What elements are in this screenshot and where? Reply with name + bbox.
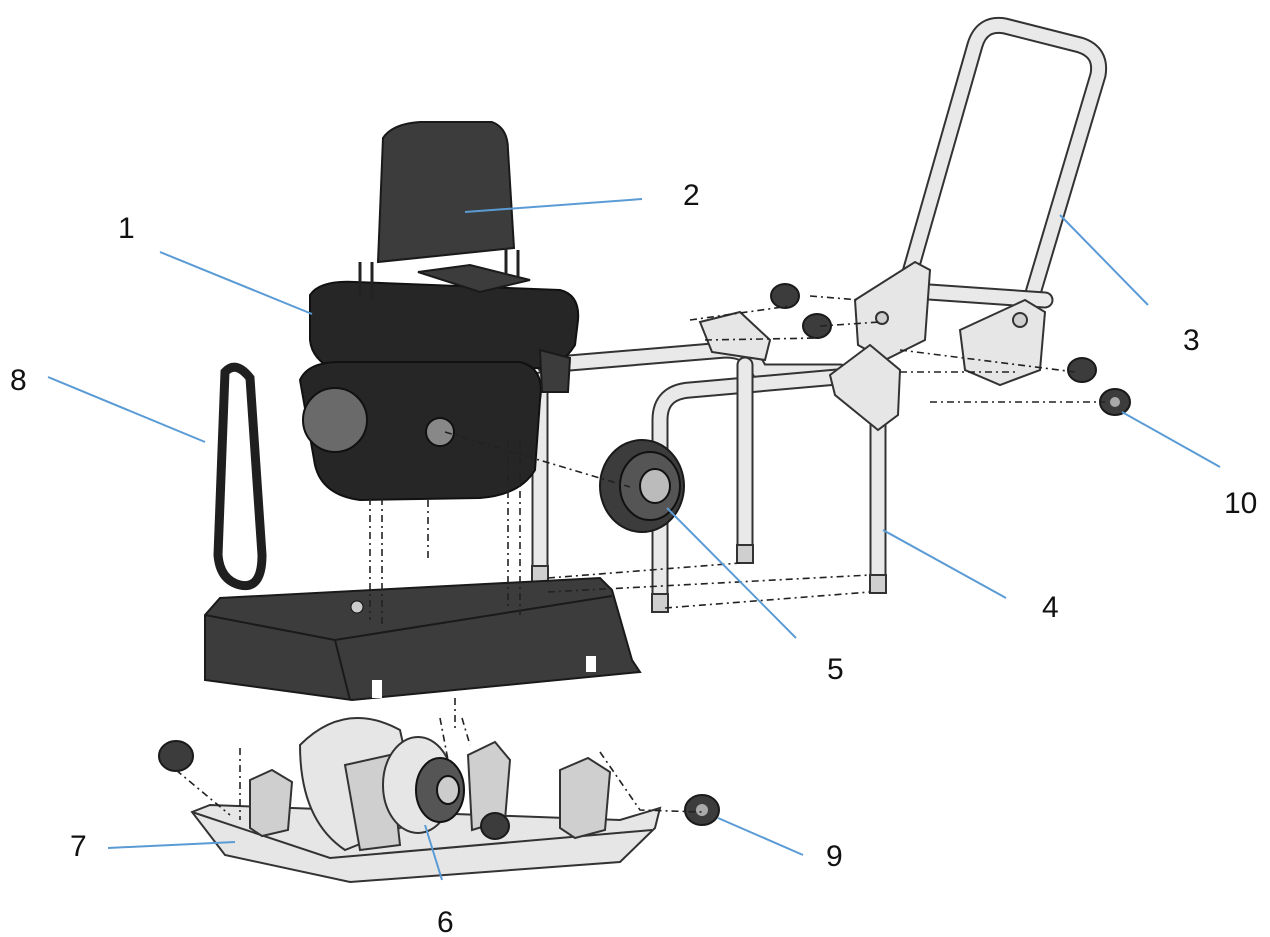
rubber-mounts-top <box>770 283 1131 416</box>
part-label-5: 5 <box>827 653 844 686</box>
leader-lines <box>47 198 1221 881</box>
part-label-8: 8 <box>10 364 27 397</box>
assembly-lines <box>175 295 1105 820</box>
belt-guard-part <box>358 121 520 298</box>
part-label-3: 3 <box>1183 324 1200 357</box>
part-label-4: 4 <box>1042 591 1059 624</box>
v-belt-part <box>213 362 267 591</box>
frame-part <box>531 310 902 613</box>
rubber-mounts-bottom <box>158 740 720 826</box>
part-label-10: 10 <box>1224 487 1257 520</box>
part-label-1: 1 <box>118 212 135 245</box>
part-label-7: 7 <box>70 830 87 863</box>
handle-part <box>853 16 1108 387</box>
part-label-6: 6 <box>437 906 454 937</box>
part-label-2: 2 <box>683 179 700 212</box>
part-label-9: 9 <box>826 840 843 873</box>
engine-deck-part <box>204 576 642 702</box>
part-labels: 1 2 3 4 5 6 7 8 9 10 <box>10 179 1257 937</box>
exciter-part <box>382 736 510 840</box>
pulley-part <box>599 439 685 533</box>
engine-part <box>298 263 580 502</box>
